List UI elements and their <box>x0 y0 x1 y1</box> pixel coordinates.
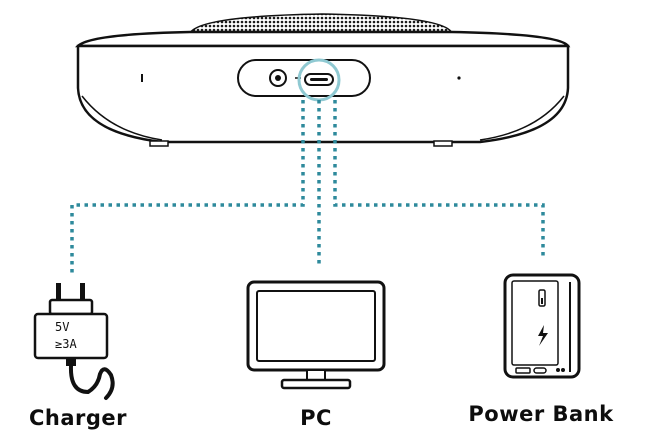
power-bank-icon <box>503 273 581 379</box>
charger-icon: 5V ≥3A <box>33 283 115 400</box>
connection-line-charger <box>70 100 305 275</box>
charger-voltage: 5V <box>55 320 69 334</box>
monitor-icon <box>246 280 386 390</box>
device-label-charger: Charger <box>28 406 128 430</box>
connection-line-powerbank <box>333 100 545 258</box>
connection-lines <box>70 100 545 275</box>
device-label-power-bank: Power Bank <box>468 402 614 426</box>
lightning-icon <box>538 325 548 346</box>
charger-current: ≥3A <box>55 337 77 351</box>
device-label-pc: PC <box>300 406 332 430</box>
speakerphone-icon <box>74 13 571 147</box>
